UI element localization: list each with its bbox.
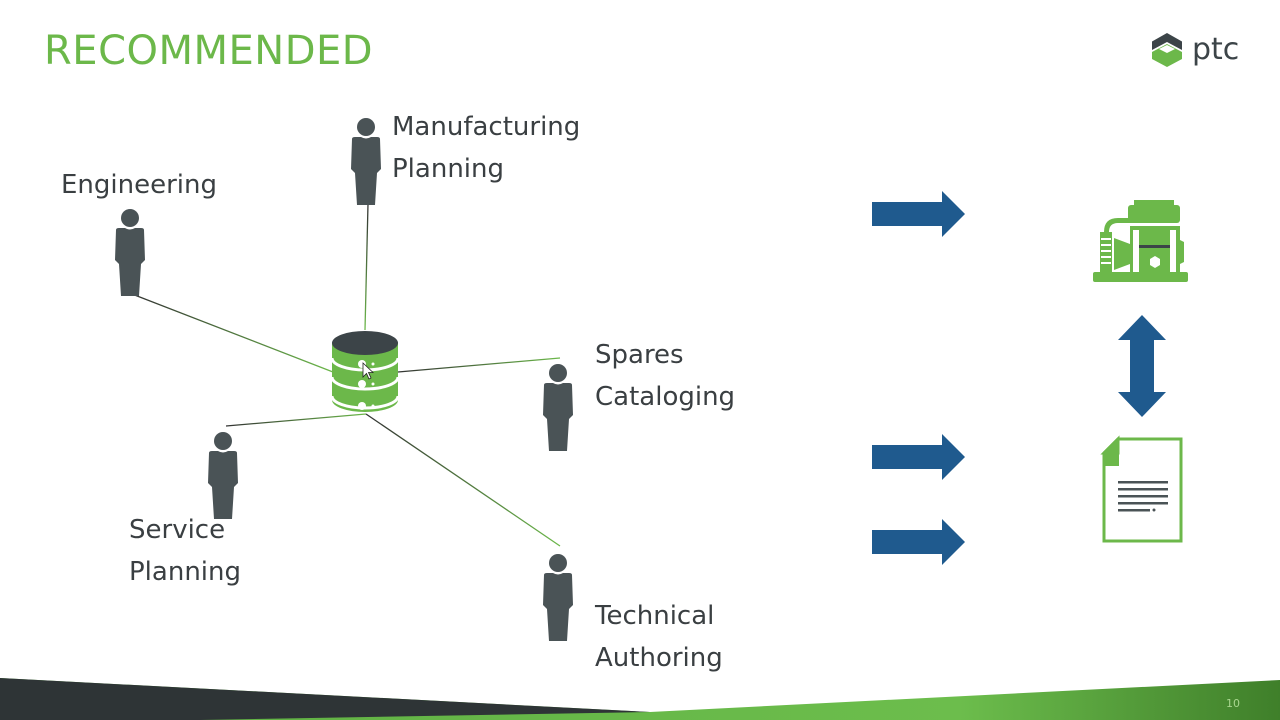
role-label-line: Cataloging xyxy=(595,382,736,412)
footer-band xyxy=(0,678,1280,720)
arrow-updown-icon xyxy=(1118,315,1166,417)
connector-engineering xyxy=(131,293,334,373)
industrial-machine-icon xyxy=(1093,200,1188,282)
role-label-engineering: Engineering xyxy=(61,164,217,206)
person-icon-engineering xyxy=(115,209,145,296)
person-icon-service xyxy=(208,432,238,519)
mouse-cursor-icon xyxy=(362,362,375,380)
person-icon-manufacturing xyxy=(351,118,381,205)
ptc-logo-text: ptc xyxy=(1192,32,1240,67)
page-number: 10 xyxy=(1226,697,1240,710)
role-label-line: Engineering xyxy=(61,170,217,200)
person-icon-spares xyxy=(543,364,573,451)
connector-manufacturing xyxy=(364,203,369,331)
role-label-service-planning: Service Planning xyxy=(129,509,241,593)
role-label-line: Service xyxy=(129,515,226,545)
ptc-logo: ptc xyxy=(1150,32,1250,68)
role-label-line: Planning xyxy=(392,154,504,184)
role-label-line: Manufacturing xyxy=(392,112,581,142)
role-label-line: Authoring xyxy=(595,643,723,673)
role-label-line: Spares xyxy=(595,340,684,370)
arrow-right-icon xyxy=(872,191,965,237)
role-label-technical-authoring: Technical Authoring xyxy=(595,595,723,679)
database-icon xyxy=(330,331,400,412)
ptc-logo-icon xyxy=(1152,33,1182,67)
person-icon-technical xyxy=(543,554,573,641)
connector-service xyxy=(225,413,367,427)
arrow-right-icon xyxy=(872,519,965,565)
connector-technical xyxy=(365,413,561,547)
connector-spares xyxy=(397,357,561,373)
arrow-right-icon xyxy=(872,434,965,480)
slide-title: RECOMMENDED xyxy=(44,28,374,74)
role-label-line: Technical xyxy=(595,601,715,631)
role-label-manufacturing-planning: Manufacturing Planning xyxy=(392,106,580,190)
role-label-line: Planning xyxy=(129,557,241,587)
document-icon xyxy=(1100,435,1183,543)
role-label-spares-cataloging: Spares Cataloging xyxy=(595,334,735,418)
